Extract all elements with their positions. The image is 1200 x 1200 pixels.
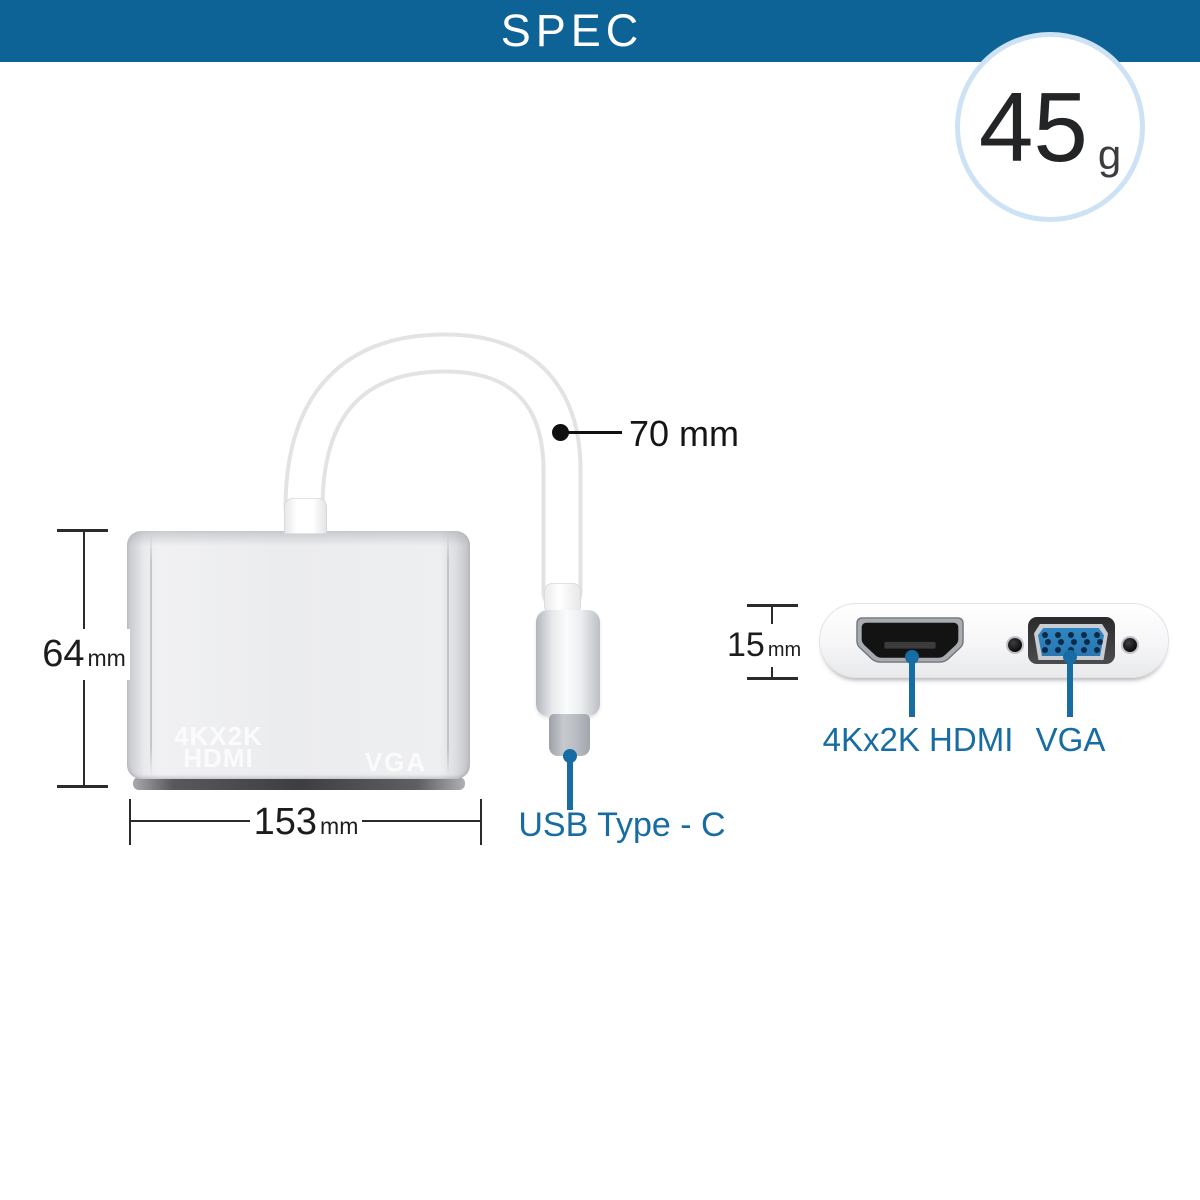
vga-pin-hole [1094, 631, 1100, 638]
width-dim-unit: mm [320, 813, 359, 839]
width-dim-value: 153 [253, 801, 318, 843]
vga-pin-hole [1055, 631, 1061, 638]
vga-pin-hole [1045, 639, 1051, 645]
vga-pin-hole [1068, 631, 1074, 638]
cable-dim-label: 70 mm [629, 413, 740, 454]
weight-badge: 45 g [955, 32, 1145, 222]
hdmi-port [856, 617, 964, 663]
hdmi-callout-dot [905, 650, 919, 664]
hdmi-callout-label: 4Kx2K HDMI [822, 721, 1014, 758]
body-seam-right [447, 534, 449, 776]
usbc-callout-line [567, 758, 573, 810]
thickness-dim-tick-top [747, 604, 798, 607]
vga-pin-hole [1071, 639, 1077, 645]
thickness-dim-value: 15 [727, 626, 765, 664]
adapter-front-view: 4KX2K HDMI VGA [127, 531, 470, 779]
vga-pin-hole [1081, 631, 1087, 638]
width-dim-tick-left [129, 799, 131, 845]
page-title: SPEC [500, 5, 644, 56]
usbc-callout-label: USB Type - C [518, 806, 726, 844]
vga-screw-hole-left [1008, 638, 1022, 652]
adapter-print-4k: 4KX2K [174, 721, 263, 751]
vga-pin-row [1038, 631, 1104, 638]
vga-pin-hole [1058, 639, 1064, 645]
adapter-bottom-edge [133, 777, 465, 790]
header-bar: SPEC [0, 0, 1200, 62]
adapter-print-hdmi-text: HDMI [183, 743, 254, 773]
body-seam-left [150, 534, 152, 776]
weight-value: 45 [978, 72, 1088, 182]
adapter-print-vga: VGA [364, 747, 428, 777]
usbc-connector-body [536, 610, 600, 716]
usbc-strain-relief [544, 583, 581, 614]
vga-pin-hole [1042, 631, 1048, 638]
vga-pin-hole [1097, 639, 1103, 645]
hdmi-callout-line [909, 659, 915, 717]
height-dim-unit: mm [87, 645, 126, 671]
vga-pin-hole [1042, 646, 1048, 653]
adapter-print-hdmi: 4KX2K HDMI [168, 723, 269, 771]
vga-pin-hole [1068, 646, 1074, 653]
vga-pin-hole [1084, 639, 1090, 645]
thickness-dim-tick-bottom [747, 677, 798, 680]
vga-pin-row [1041, 639, 1104, 645]
cable-dim-line [560, 431, 622, 434]
height-dim-tick-top [57, 529, 108, 532]
vga-pin-row [1038, 646, 1104, 653]
height-dim-tick-bottom [57, 785, 108, 788]
width-dim-tick-right [480, 799, 482, 845]
vga-callout-line [1067, 659, 1073, 717]
thickness-dim-unit: mm [767, 639, 802, 661]
vga-screw-hole-right [1123, 638, 1137, 652]
cable-strain-relief [284, 498, 327, 534]
vga-pin-hole [1055, 646, 1061, 653]
vga-callout-label: VGA [1035, 721, 1106, 758]
usbc-callout-dot [563, 749, 577, 763]
height-dim-value: 64 [42, 633, 85, 675]
weight-unit: g [1097, 131, 1122, 178]
vga-callout-dot [1063, 650, 1077, 664]
vga-pin-hole [1094, 646, 1100, 653]
vga-pin-hole [1081, 646, 1087, 653]
